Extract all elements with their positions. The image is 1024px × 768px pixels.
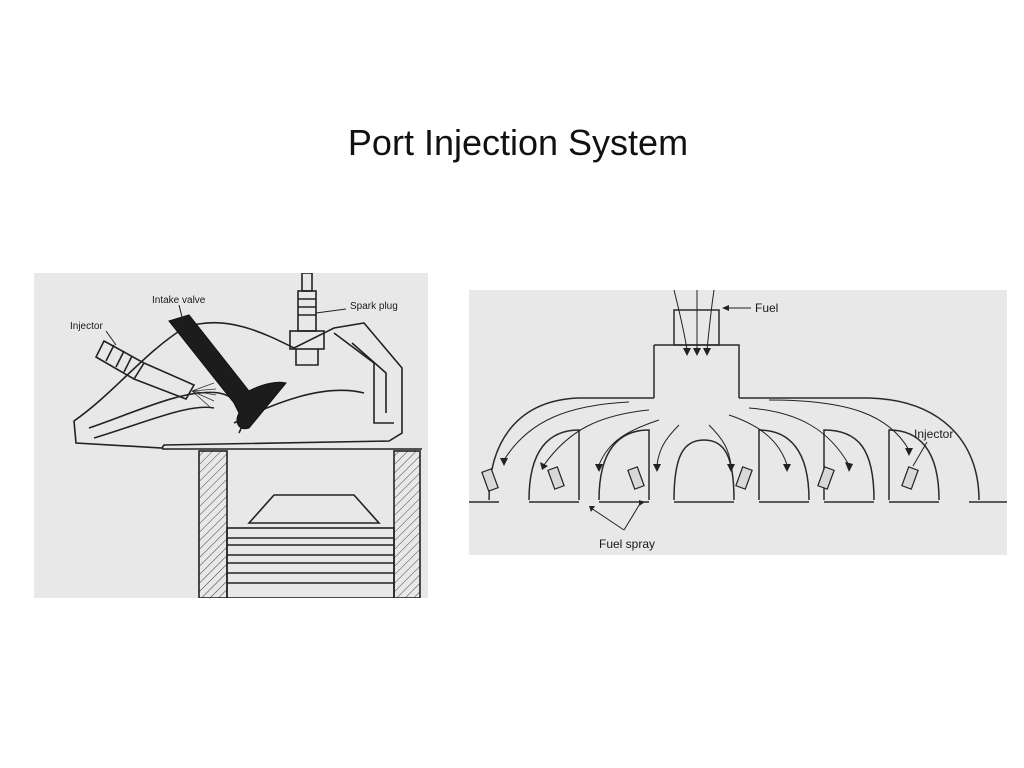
label-spark-plug: Spark plug	[350, 301, 398, 312]
cylinder-wall-left	[198, 450, 228, 598]
injector-drawing	[94, 339, 196, 400]
label-fuel: Fuel	[755, 301, 778, 315]
flow-arrows	[503, 290, 910, 466]
injector-4	[735, 466, 753, 490]
injector-1	[481, 468, 499, 492]
label-injector-right: Injector	[914, 427, 953, 441]
slide-title: Port Injection System	[347, 122, 689, 163]
intake-valve	[168, 314, 287, 430]
intake-manifold-figure: Fuel Injector Fuel spray	[469, 290, 1007, 555]
fuel-spray-lines	[191, 382, 217, 408]
runner-outer-left	[488, 397, 654, 501]
injector-2	[547, 466, 565, 490]
runner-outer-right	[739, 397, 980, 501]
injector-5	[817, 466, 835, 490]
cylinder-head-outline	[73, 321, 403, 449]
label-fuel-spray: Fuel spray	[599, 537, 655, 551]
runner-arch-4	[758, 429, 810, 501]
plenum	[654, 344, 740, 398]
label-intake-valve: Intake valve	[152, 295, 206, 306]
intake-port	[88, 391, 244, 434]
spark-plug-body	[301, 273, 313, 292]
cylinder-cross-section-figure: Intake valve Injector Spark plug	[34, 273, 428, 598]
runner-arch-3	[673, 439, 735, 501]
intake-manifold-drawing: Fuel Injector Fuel spray	[469, 290, 1007, 551]
arrow-heads	[500, 348, 913, 472]
runner-arch-5	[823, 429, 875, 501]
injector-3	[627, 466, 645, 490]
cylinder-wall-right	[393, 450, 421, 598]
runner-arch-1	[528, 429, 580, 501]
runner-arch-2	[598, 429, 650, 501]
label-injector-left: Injector	[70, 321, 103, 332]
injectors	[481, 466, 919, 492]
cylinder-cross-section-drawing: Intake valve Injector Spark plug	[70, 273, 422, 598]
runner-arch-6	[888, 429, 940, 501]
injector-6	[901, 466, 919, 490]
